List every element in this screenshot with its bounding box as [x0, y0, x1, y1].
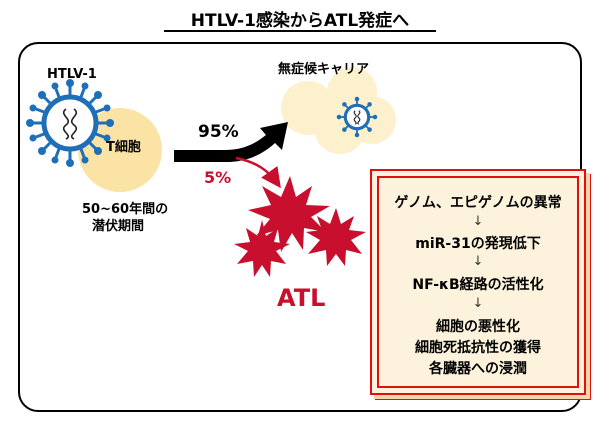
step-mir31: miR-31の発現低下 — [415, 236, 541, 252]
step-arrow: ↓ — [472, 214, 484, 229]
pathogenesis-box: ゲノム、エピゲノムの異常 ↓ miR-31の発現低下 ↓ NF-κB経路の活性化… — [370, 169, 586, 395]
step-genome: ゲノム、エピゲノムの異常 — [394, 195, 562, 211]
step-malignant: 細胞の悪性化 — [436, 319, 520, 335]
step-organ-infiltration: 各臓器への浸潤 — [429, 361, 527, 377]
page-title: HTLV-1感染からATL発症へ — [190, 11, 410, 31]
pct-95-label: 95% — [198, 122, 239, 142]
latency-label-line2: 潜伏期間 — [92, 219, 145, 234]
carrier-cells — [281, 67, 396, 154]
virus-label: HTLV-1 — [47, 67, 97, 82]
virus-icon — [26, 79, 114, 167]
arrow-icon — [235, 156, 281, 189]
pct-5-label: 5% — [204, 168, 232, 187]
arrow-icon — [174, 122, 288, 162]
latency-label-line1: 50~60年間の — [82, 202, 169, 217]
pathogenesis-box-inner: ゲノム、エピゲノムの異常 ↓ miR-31の発現低下 ↓ NF-κB経路の活性化… — [377, 176, 579, 388]
virus-icon — [336, 96, 378, 138]
step-apoptosis-resistance: 細胞死抵抗性の獲得 — [415, 340, 541, 356]
title-underline — [164, 30, 436, 32]
tcell-label: T細胞 — [106, 140, 141, 155]
atl-label: ATL — [277, 284, 326, 312]
step-arrow: ↓ — [472, 296, 484, 311]
tumor-cell-icon — [234, 176, 366, 277]
step-arrow: ↓ — [472, 254, 484, 269]
carrier-label: 無症候キャリア — [278, 62, 370, 77]
tcell-icon — [78, 108, 162, 192]
step-nfkb: NF-κB経路の活性化 — [412, 277, 544, 293]
